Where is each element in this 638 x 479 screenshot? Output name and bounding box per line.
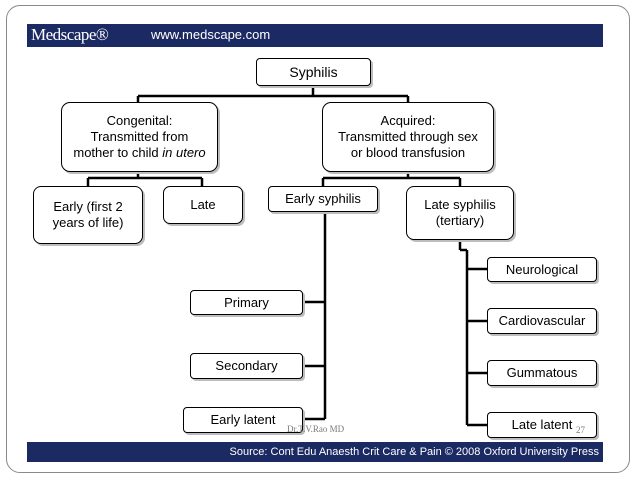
node-primary: Primary — [190, 290, 303, 315]
node-cardiovascular: Cardiovascular — [487, 308, 597, 334]
node-congenital: Congenital: Transmitted from mother to c… — [61, 102, 218, 172]
congenital-line-1: Congenital: — [106, 113, 173, 128]
author-watermark: Dr.T.V.Rao MD — [287, 424, 345, 434]
congenital-line-3: mother to child in utero — [73, 145, 206, 160]
site-url[interactable]: www.medscape.com — [151, 27, 271, 42]
congenital-early-line-1: Early (first 2 — [53, 199, 123, 214]
late-syphilis-line-1: Late syphilis — [424, 197, 496, 212]
node-gummatous: Gummatous — [487, 360, 597, 386]
acquired-line-2: Transmitted through sex — [338, 129, 478, 144]
footer-bar: Source: Cont Edu Anaesth Crit Care & Pai… — [27, 442, 603, 462]
node-late-latent: Late latent — [487, 412, 597, 438]
medscape-logo: Medscape® — [31, 25, 109, 44]
acquired-line-1: Acquired: — [380, 113, 436, 128]
node-congenital-early: Early (first 2 years of life) — [33, 186, 143, 244]
node-late-syphilis: Late syphilis (tertiary) — [406, 186, 514, 240]
node-acquired: Acquired: Transmitted through sex or blo… — [322, 102, 494, 172]
late-syphilis-line-2: (tertiary) — [435, 213, 485, 228]
header-bar: Medscape® www.medscape.com — [27, 24, 603, 47]
node-early-syphilis: Early syphilis — [268, 186, 378, 212]
congenital-line-2: Transmitted from — [90, 129, 189, 144]
node-congenital-late: Late — [163, 186, 243, 224]
slide-frame — [6, 5, 630, 473]
node-early-latent: Early latent — [183, 407, 303, 433]
node-neurological: Neurological — [487, 257, 597, 282]
acquired-line-3: or blood transfusion — [350, 145, 466, 160]
page-number: 27 — [576, 425, 585, 435]
node-secondary: Secondary — [190, 353, 303, 379]
node-syphilis: Syphilis — [256, 58, 371, 86]
congenital-early-line-2: years of life) — [52, 215, 124, 230]
source-citation: Source: Cont Edu Anaesth Crit Care & Pai… — [229, 446, 599, 458]
